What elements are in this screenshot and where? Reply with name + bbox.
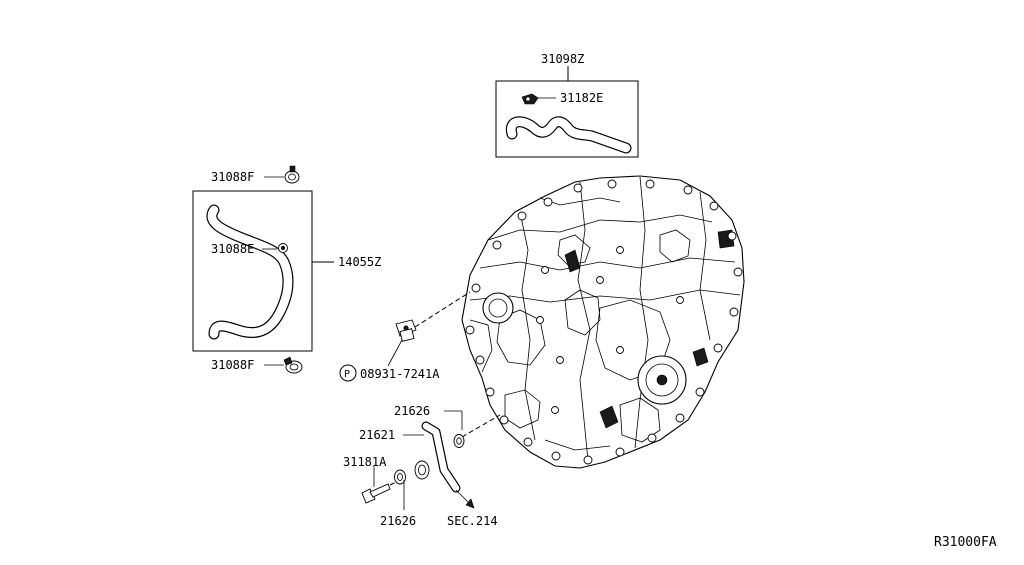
transmission-assembly bbox=[461, 175, 745, 469]
kit-box-14055z bbox=[192, 190, 313, 352]
part-marker-p-icon bbox=[339, 364, 357, 382]
filler-tube-21621 bbox=[361, 410, 501, 510]
hose-kit-14055z bbox=[192, 165, 334, 374]
label-21621: 21621 bbox=[359, 428, 395, 442]
label-31088f-bottom: 31088F bbox=[211, 358, 254, 372]
label-08931-7241a: 08931-7241A bbox=[360, 367, 440, 381]
label-sec-214: SEC.214 bbox=[447, 514, 498, 528]
clamp-31088f-top-icon bbox=[284, 165, 300, 184]
label-21626-top: 21626 bbox=[394, 404, 430, 418]
label-p-marker: P bbox=[344, 369, 350, 380]
seal-21626-bottom-icon bbox=[394, 469, 406, 485]
tube-flange bbox=[414, 460, 430, 480]
kit-box-31098z bbox=[495, 80, 639, 158]
label-31098z: 31098Z bbox=[541, 52, 584, 66]
clamp-31088e-icon bbox=[278, 243, 288, 253]
label-21626-bottom: 21626 bbox=[380, 514, 416, 528]
label-31182e: 31182E bbox=[560, 91, 603, 105]
label-31088e: 31088E bbox=[211, 242, 254, 256]
label-14055z: 14055Z bbox=[338, 255, 381, 269]
label-31088f-top: 31088F bbox=[211, 170, 254, 184]
seal-21626-top-icon bbox=[453, 434, 465, 448]
diagram-code: R31000FA bbox=[934, 535, 997, 550]
drain-plug-08931 bbox=[339, 291, 471, 382]
label-31181a: 31181A bbox=[343, 455, 387, 469]
clip-31182e-icon bbox=[521, 93, 539, 105]
hose-kit-31098z bbox=[495, 66, 639, 158]
clamp-31088f-bottom-icon bbox=[283, 356, 303, 374]
bolt-31181a-icon bbox=[361, 483, 391, 504]
